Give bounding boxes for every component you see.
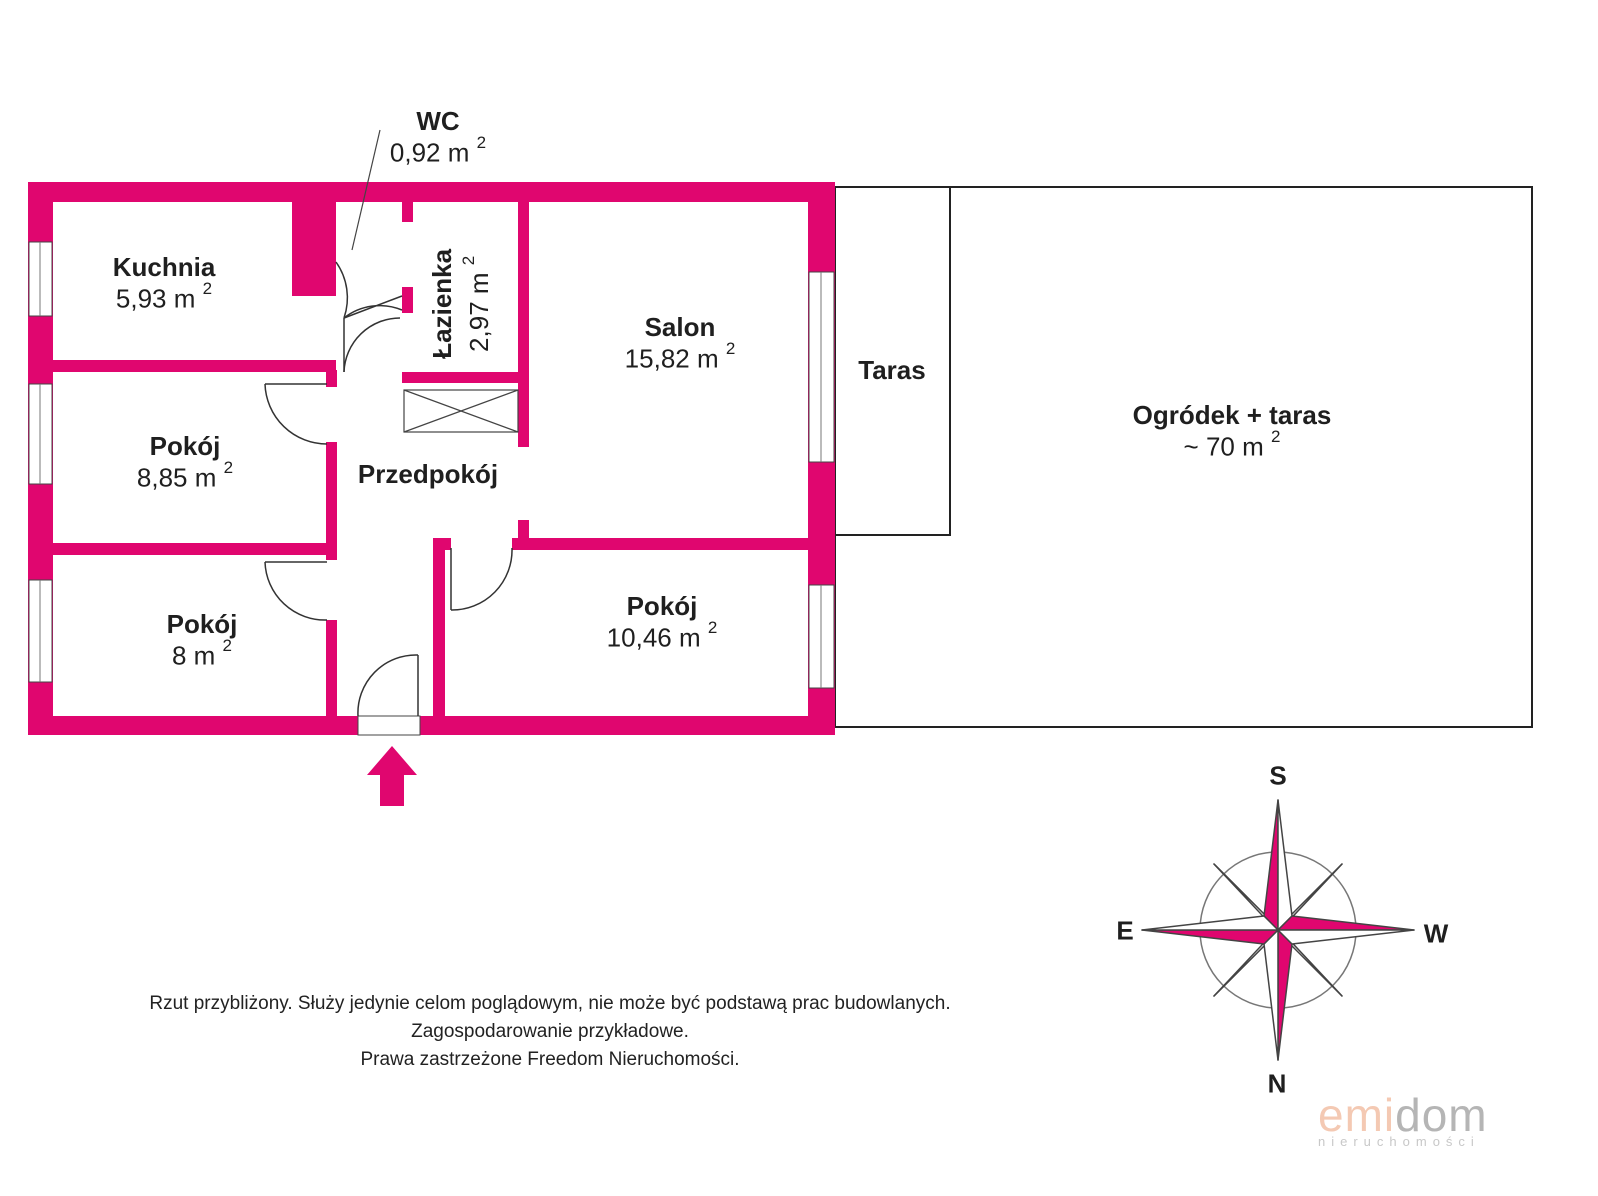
disclaimer-line-3: Prawa zastrzeżone Freedom Nieruchomości. <box>360 1049 740 1070</box>
compass-east-label: E <box>1116 915 1134 946</box>
logo-wordmark: emidom <box>1318 1089 1488 1141</box>
lazienka-label: Łazienka 2,97 m 2 <box>426 234 494 374</box>
pokoj2-label: Pokój 8 m 2 <box>167 609 238 672</box>
vent-shaft <box>403 389 519 433</box>
room-name: Pokój <box>626 591 698 621</box>
taras-label: Taras <box>858 355 925 386</box>
wc-leader <box>351 129 381 251</box>
room-name: Pokój <box>149 431 221 461</box>
room-name: Taras <box>858 355 926 385</box>
emidom-logo: emidom nieruchomości <box>1318 1088 1488 1149</box>
compass-west-label: W <box>1423 918 1449 949</box>
wc-label: WC 0,92 m 2 <box>390 106 486 169</box>
doors <box>264 261 513 717</box>
logo-tagline: nieruchomości <box>1318 1134 1480 1149</box>
pokoj3-label: Pokój 10,46 m 2 <box>607 591 718 654</box>
compass-south-label: S <box>1269 760 1287 791</box>
room-name: WC <box>416 106 460 136</box>
compass-north-label: N <box>1267 1068 1287 1099</box>
room-name: Przedpokój <box>357 459 499 489</box>
room-area: 2,97 m 2 <box>459 255 494 352</box>
disclaimer: Rzut przybliżony. Służy jedynie celom po… <box>100 990 1000 1074</box>
kuchnia-label: Kuchnia 5,93 m 2 <box>113 252 216 315</box>
room-name: Łazienka <box>427 248 458 359</box>
room-area: 5,93 m 2 <box>115 279 213 314</box>
room-area: 8 m 2 <box>171 636 233 671</box>
compass-rose-icon <box>1141 799 1415 1061</box>
pokoj1-label: Pokój 8,85 m 2 <box>137 431 233 494</box>
room-name: Pokój <box>166 609 238 639</box>
ogrodek-label: Ogródek + taras ~ 70 m 2 <box>1133 400 1332 463</box>
przedpokoj-label: Przedpokój <box>358 459 498 490</box>
room-name: Ogródek + taras <box>1132 400 1332 430</box>
room-area: 8,85 m 2 <box>136 458 234 493</box>
room-area: 0,92 m 2 <box>389 133 487 168</box>
room-area: 10,46 m 2 <box>606 618 718 653</box>
room-area: ~ 70 m 2 <box>1183 427 1281 462</box>
salon-label: Salon 15,82 m 2 <box>625 312 736 375</box>
room-area: 15,82 m 2 <box>624 339 736 374</box>
entry-arrow-icon <box>367 746 417 806</box>
room-name: Kuchnia <box>112 252 216 282</box>
disclaimer-line-1: Rzut przybliżony. Służy jedynie celom po… <box>149 993 951 1014</box>
disclaimer-line-2: Zagospodarowanie przykładowe. <box>411 1021 689 1042</box>
room-name: Salon <box>644 312 716 342</box>
